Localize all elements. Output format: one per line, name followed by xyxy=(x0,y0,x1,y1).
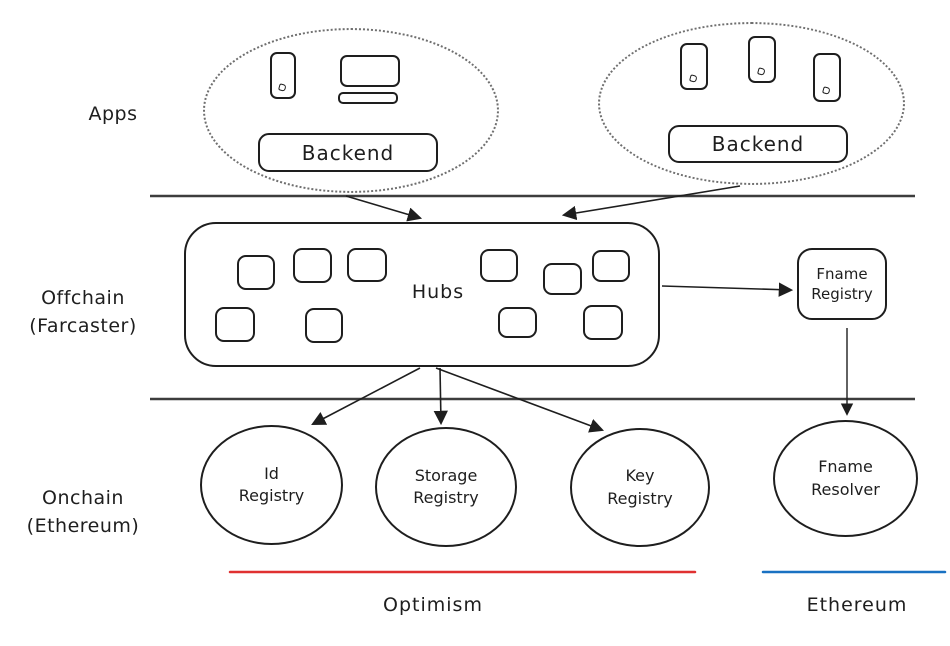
arrow-hubs-to-fname-registry xyxy=(661,282,794,297)
id-registry-line1: Id xyxy=(264,463,279,483)
onchain-layer-label: Onchain (Ethereum) xyxy=(8,485,158,540)
phone-icon xyxy=(813,53,841,102)
key-registry-line1: Key xyxy=(625,466,655,486)
backend-node-right: Backend xyxy=(668,125,848,163)
phone-home-button xyxy=(278,83,287,92)
optimism-label: Optimism xyxy=(383,594,483,616)
storage-registry-node: Storage Registry xyxy=(375,427,517,547)
offchain-label-line1: Offchain xyxy=(41,287,125,309)
hub-square xyxy=(480,249,518,282)
hub-square xyxy=(215,307,255,342)
backend-left-label: Backend xyxy=(301,140,395,165)
hub-square xyxy=(347,248,387,282)
hub-square xyxy=(293,248,332,283)
offchain-label-line2: (Farcaster) xyxy=(29,314,137,337)
apps-layer-label: Apps xyxy=(88,103,138,125)
app-cluster-left xyxy=(203,28,499,193)
hub-square xyxy=(592,250,630,282)
hub-square xyxy=(583,305,623,340)
phone-home-button xyxy=(689,74,698,83)
fname-registry-node: Fname Registry xyxy=(797,248,887,320)
fname-resolver-node: Fname Resolver xyxy=(773,420,918,537)
onchain-label-line1: Onchain xyxy=(42,487,124,509)
fname-registry-line2: Registry xyxy=(811,285,873,303)
id-registry-line2: Registry xyxy=(238,486,305,505)
fname-resolver-line1: Fname xyxy=(818,457,873,477)
key-registry-node: Key Registry xyxy=(570,428,710,547)
hub-square xyxy=(305,308,343,343)
offchain-layer-label: Offchain (Farcaster) xyxy=(8,285,158,340)
arrow-hubs-to-key-registry xyxy=(435,367,605,433)
fname-registry-line1: Fname xyxy=(816,264,868,283)
app-cluster-right xyxy=(598,22,905,185)
hubs-node xyxy=(184,222,660,367)
hubs-label: Hubs xyxy=(411,281,465,303)
arrow-hubs-to-id-registry xyxy=(311,367,421,426)
laptop-base xyxy=(338,92,398,104)
phone-home-button xyxy=(822,86,831,95)
ethereum-label: Ethereum xyxy=(806,594,908,616)
id-registry-node: Id Registry xyxy=(200,425,343,545)
laptop-icon xyxy=(340,55,400,87)
phone-icon xyxy=(680,43,708,90)
hub-square xyxy=(543,263,582,295)
storage-registry-line2: Registry xyxy=(413,488,479,507)
backend-right-label: Backend xyxy=(711,132,805,156)
arrow-right-cluster-to-hubs xyxy=(561,185,741,221)
onchain-label-line2: (Ethereum) xyxy=(26,514,140,537)
storage-registry-line1: Storage xyxy=(414,465,478,485)
phone-icon xyxy=(270,52,296,99)
arrow-left-cluster-to-hubs xyxy=(345,195,423,222)
fname-resolver-line2: Resolver xyxy=(811,479,880,499)
phone-home-button xyxy=(757,67,766,76)
phone-icon xyxy=(748,36,776,83)
arrow-hubs-to-storage-registry xyxy=(433,367,448,426)
key-registry-line2: Registry xyxy=(607,488,673,508)
backend-node-left: Backend xyxy=(258,133,438,172)
hub-square xyxy=(237,255,275,290)
hub-square xyxy=(498,307,537,338)
